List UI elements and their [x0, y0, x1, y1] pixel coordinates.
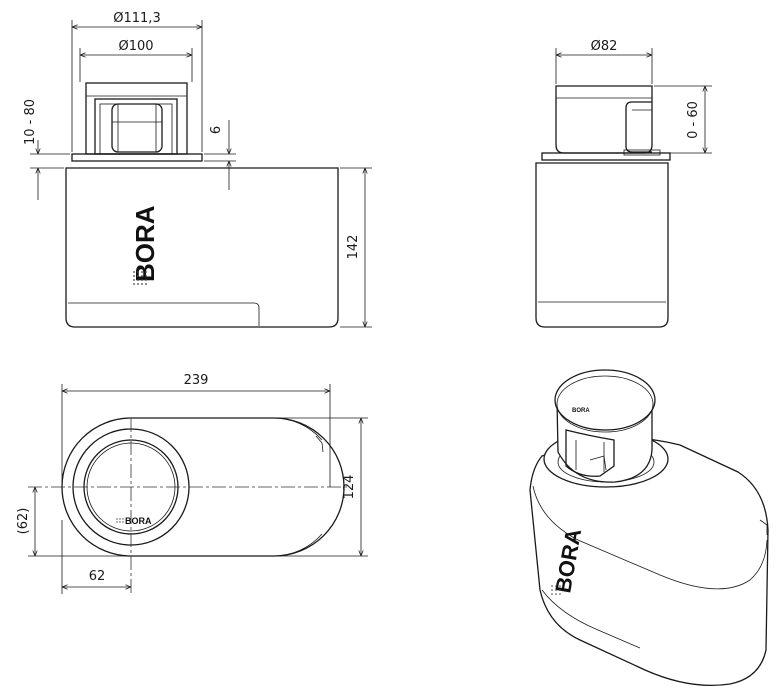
top-brand-logo: BORA — [125, 516, 152, 526]
front-plate — [71, 153, 203, 162]
isometric-view: BORA BORA — [529, 369, 769, 687]
front-body — [65, 167, 339, 328]
dim-center-x: 62 — [61, 520, 131, 594]
dim-side-lift: 0 - 60 — [654, 85, 712, 154]
side-view: Ø82 0 - 60 — [535, 39, 712, 328]
svg-text:(62): (62) — [16, 508, 31, 535]
dim-length: 239 — [61, 373, 331, 487]
dim-inner-diameter: Ø100 — [79, 39, 193, 82]
iso-body — [529, 436, 769, 687]
svg-text:Ø100: Ø100 — [118, 39, 153, 54]
dim-body-height: 142 — [340, 167, 372, 328]
dim-center-offset: (62) — [16, 487, 131, 557]
side-plate — [541, 152, 671, 161]
front-brand-dots — [133, 271, 147, 285]
svg-text:Ø82: Ø82 — [591, 39, 618, 54]
dim-height-adjust: 10 - 80 — [23, 99, 70, 200]
dim-plate: 6 — [204, 120, 236, 190]
top-view: BORA 239 124 (62) 62 — [16, 373, 368, 596]
iso-head-cap — [554, 369, 656, 431]
dim-outer-diameter: Ø111,3 — [71, 11, 203, 152]
svg-text:239: 239 — [184, 373, 209, 388]
iso-head-brand: BORA — [572, 408, 590, 414]
dim-width: 124 — [276, 417, 368, 557]
svg-text:62: 62 — [89, 569, 106, 584]
svg-text:Ø111,3: Ø111,3 — [113, 11, 160, 26]
top-brand-dots — [116, 518, 124, 523]
svg-text:6: 6 — [209, 126, 224, 134]
svg-text:142: 142 — [346, 235, 361, 260]
front-view: BORA Ø111,3 Ø100 10 - 80 — [23, 11, 372, 328]
svg-text:124: 124 — [342, 475, 357, 500]
front-brand-logo: BORA — [130, 205, 160, 282]
side-head — [555, 85, 653, 154]
dim-side-diameter: Ø82 — [555, 39, 653, 84]
side-body — [535, 162, 669, 328]
iso-brand-dots — [551, 585, 561, 595]
svg-text:0 - 60: 0 - 60 — [686, 101, 701, 139]
svg-text:10 - 80: 10 - 80 — [23, 99, 38, 145]
